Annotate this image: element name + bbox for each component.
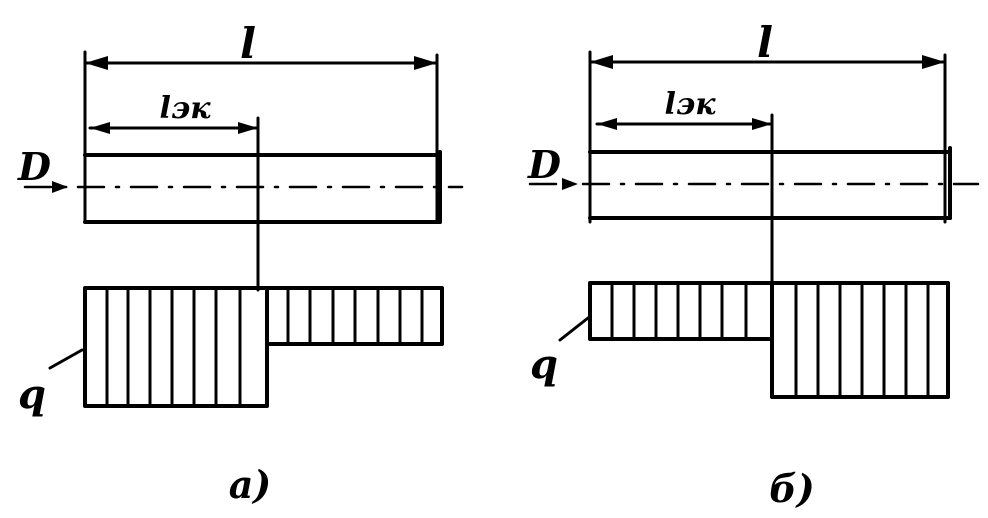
arrowhead-icon [597,118,617,130]
cylinder-a: D [17,116,464,292]
effective-length-dimension-a: lэк [88,91,260,134]
effective-length-dimension-b: lэк [595,87,774,130]
panel-a: l lэк D [17,19,464,507]
load-diagram-a: q [18,286,444,418]
effective-length-label: lэк [664,87,716,122]
load-label: q [18,371,46,418]
load-label: q [530,341,558,388]
flow-arrow-icon [562,178,578,190]
arrowhead-icon [414,56,437,70]
arrowhead-icon [85,56,108,70]
leader-line [48,348,84,370]
caption-a: a) [229,462,272,507]
length-label: l [240,19,256,68]
arrowhead-icon [922,55,945,69]
leader-line [558,316,590,342]
effective-length-label: lэк [159,91,211,126]
load-diagram-b: q [530,281,950,399]
flow-arrow-icon [52,181,68,193]
panel-b: l lэк D [527,18,980,511]
diameter-label: D [527,142,561,187]
cylinder-b: D [527,113,980,290]
diameter-label: D [17,144,51,189]
caption-b: б) [769,466,814,511]
arrowhead-icon [752,118,772,130]
arrowhead-icon [238,122,258,134]
arrowhead-icon [590,55,613,69]
arrowhead-icon [90,122,110,134]
length-dimension-a: l [83,19,439,224]
length-label: l [757,18,773,67]
length-dimension-b: l [588,18,947,224]
